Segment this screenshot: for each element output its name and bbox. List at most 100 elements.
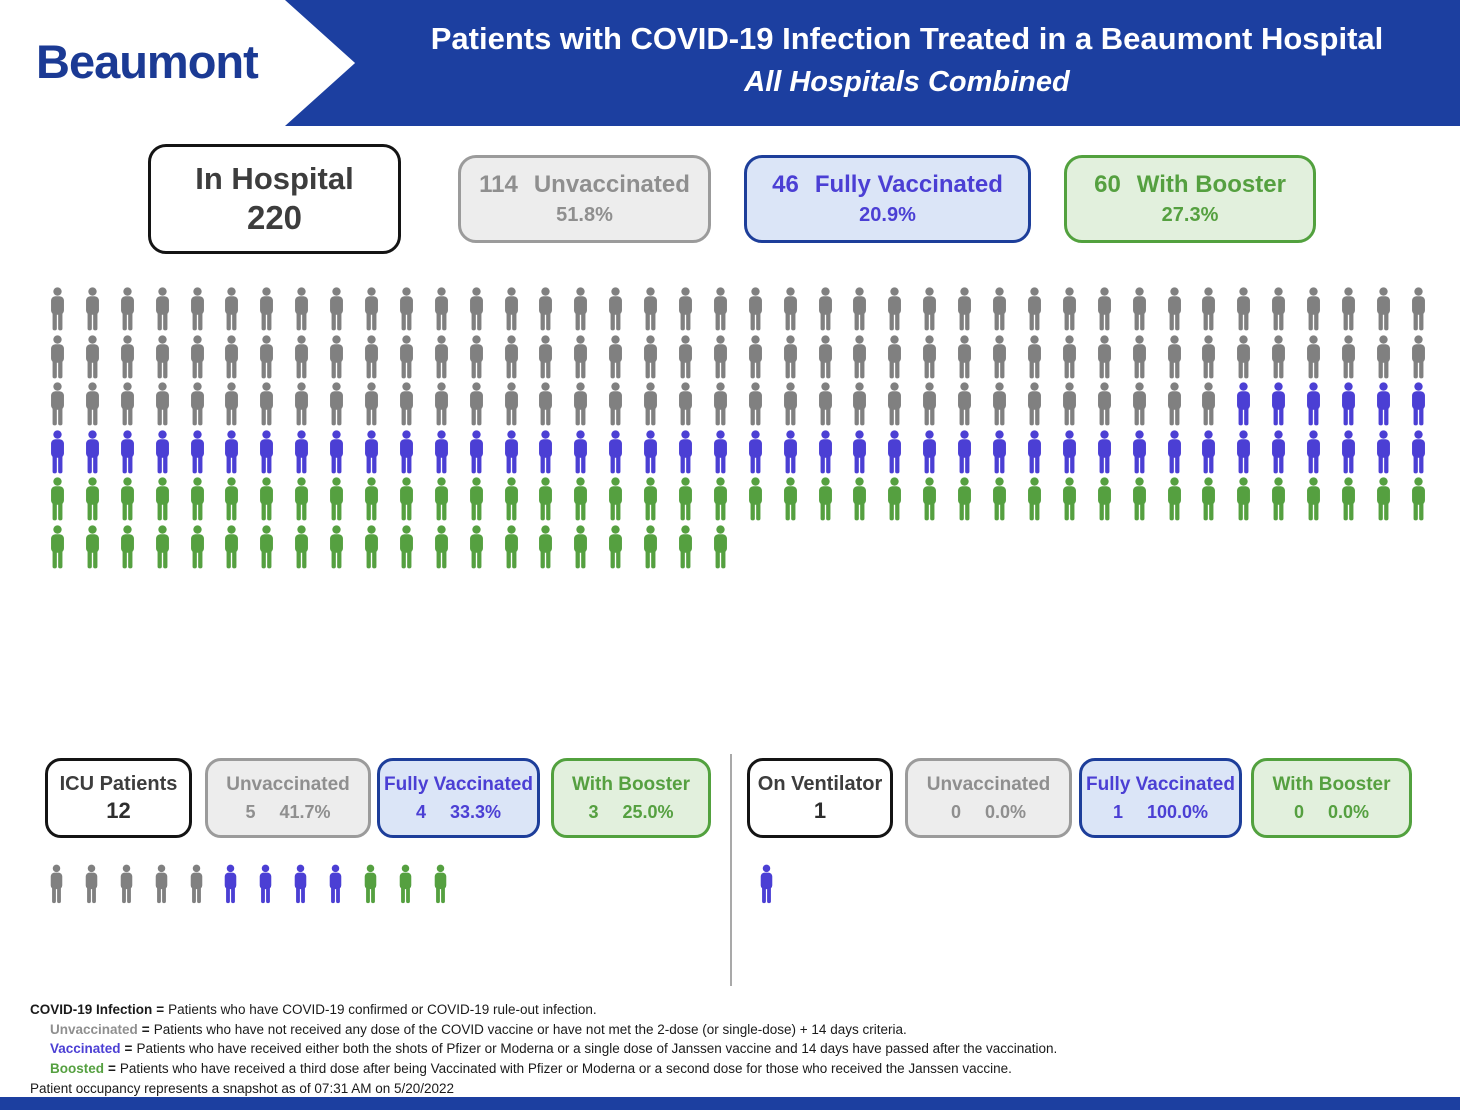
- pictograph-cell: [1095, 429, 1130, 479]
- ventilator-with-booster-box: With Booster 0 0.0%: [1251, 758, 1412, 838]
- person-icon: [190, 864, 202, 904]
- person-icon: [574, 477, 588, 521]
- equals-sign: =: [156, 1002, 165, 1017]
- section-divider: [730, 754, 732, 986]
- pictograph-cell: [641, 524, 676, 574]
- pictograph-cell: [641, 382, 676, 431]
- pictograph-cell: [118, 864, 153, 909]
- person-icon: [644, 382, 658, 426]
- person-icon: [434, 429, 448, 473]
- pictograph-cell: [1095, 382, 1130, 431]
- pictograph-cell: [153, 864, 188, 909]
- person-icon: [888, 429, 902, 473]
- person-icon: [1411, 287, 1425, 331]
- person-icon: [644, 334, 658, 378]
- person-icon: [365, 334, 378, 378]
- person-icon: [888, 334, 902, 378]
- pictograph-cell: [571, 287, 606, 336]
- person-icon: [1027, 334, 1041, 378]
- pictograph-cell: [83, 477, 118, 526]
- person-icon: [504, 287, 518, 331]
- person-icon: [330, 334, 344, 378]
- pictograph-cell: [257, 429, 292, 479]
- person-icon: [923, 382, 937, 426]
- with-booster-summary-box: 60 With Booster 27.3%: [1064, 155, 1316, 243]
- pictograph-cell: [502, 287, 537, 336]
- snapshot-note: Patient occupancy represents a snapshot …: [30, 1080, 455, 1096]
- person-icon: [504, 429, 518, 473]
- pictograph-cell: [467, 524, 502, 574]
- pictograph-cell: [1095, 334, 1130, 384]
- person-icon: [1237, 382, 1251, 426]
- in-hospital-box: In Hospital 220: [148, 144, 401, 254]
- pictograph-cell: [1060, 429, 1095, 479]
- ventilator-unvaccinated-box: Unvaccinated 0 0.0%: [905, 758, 1072, 838]
- ventilator-unvaccinated-percent: 0.0%: [984, 801, 1027, 822]
- pictograph-cell: [432, 477, 467, 526]
- person-icon: [1202, 429, 1216, 473]
- person-icon: [748, 429, 762, 473]
- pictograph-cell: [758, 864, 793, 909]
- person-icon: [1307, 477, 1321, 521]
- person-icon: [679, 524, 692, 568]
- pictograph-cell: [153, 382, 188, 431]
- person-icon: [1307, 287, 1321, 331]
- page-title: Patients with COVID-19 Infection Treated…: [430, 21, 1384, 56]
- person-icon: [1411, 477, 1425, 521]
- pictograph-cell: [606, 382, 641, 431]
- on-ventilator-box: On Ventilator 1: [747, 758, 893, 838]
- pictograph-cell: [641, 477, 676, 526]
- person-icon: [504, 382, 518, 426]
- person-icon: [1097, 382, 1111, 426]
- ventilator-fully-vaccinated-percent: 100.0%: [1146, 801, 1209, 822]
- pictograph-cell: [1165, 477, 1200, 526]
- person-icon: [923, 287, 937, 331]
- definition-unvaccinated: Unvaccinated=Patients who have not recei…: [30, 1020, 1450, 1040]
- pictograph-cell: [153, 287, 188, 336]
- pictograph-cell: [48, 382, 83, 431]
- person-icon: [1027, 477, 1041, 521]
- person-icon: [51, 287, 64, 331]
- person-icon: [1202, 382, 1216, 426]
- pictograph-cell: [920, 287, 955, 336]
- person-icon: [295, 477, 309, 521]
- person-icon: [713, 382, 727, 426]
- pictograph-cell: [990, 287, 1025, 336]
- pictograph-cell: [1130, 287, 1165, 336]
- pictograph-cell: [397, 864, 432, 909]
- pictograph-cell: [676, 429, 711, 479]
- pictograph-cell: [362, 334, 397, 384]
- pictograph-cell: [467, 477, 502, 526]
- pictograph-cell: [1234, 334, 1269, 384]
- person-icon: [1376, 477, 1390, 521]
- person-icon: [993, 287, 1007, 331]
- person-icon: [330, 477, 344, 521]
- pictograph-cell: [1025, 429, 1060, 479]
- person-icon: [679, 334, 692, 378]
- person-icon: [609, 382, 623, 426]
- person-icon: [190, 287, 204, 331]
- person-icon: [1167, 287, 1181, 331]
- pictograph-cell: [711, 382, 746, 431]
- person-icon: [818, 287, 832, 331]
- pictograph-row: [758, 864, 793, 912]
- pictograph-cell: [1374, 429, 1409, 479]
- pictograph-cell: [1339, 287, 1374, 336]
- pictograph-cell: [676, 382, 711, 431]
- icu-unvaccinated-box: Unvaccinated 5 41.7%: [205, 758, 371, 838]
- person-icon: [993, 429, 1007, 473]
- person-icon: [748, 334, 762, 378]
- pictograph-cell: [48, 334, 83, 384]
- pictograph-cell: [676, 524, 711, 574]
- pictograph-cell: [641, 287, 676, 336]
- pictograph-cell: [292, 382, 327, 431]
- ventilator-fully-vaccinated-count: 1: [1112, 801, 1123, 822]
- person-icon: [853, 334, 867, 378]
- pictograph-cell: [432, 287, 467, 336]
- person-icon: [155, 429, 169, 473]
- person-icon: [1132, 287, 1146, 331]
- pictograph-cell: [467, 382, 502, 431]
- pictograph-cell: [1025, 334, 1060, 384]
- icu-fully-vaccinated-count: 4: [415, 801, 426, 822]
- pictograph-cell: [292, 477, 327, 526]
